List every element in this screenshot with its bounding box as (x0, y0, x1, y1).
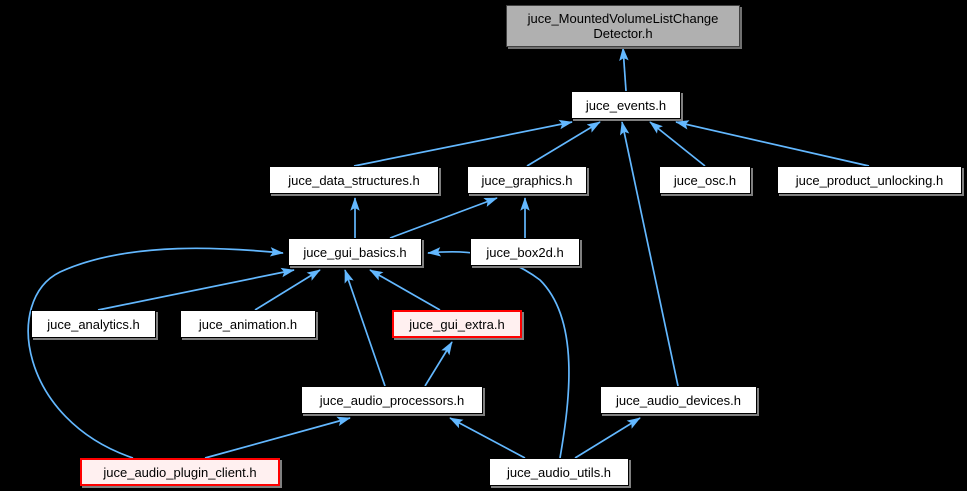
node-mounted[interactable]: juce_MountedVolumeListChange Detector.h (506, 5, 740, 47)
edge-audio_dev-to-events (619, 121, 679, 387)
node-audio_proc[interactable]: juce_audio_processors.h (301, 386, 483, 414)
edge-plugin_client-to-gui_basics (27, 247, 284, 459)
edge-osc-to-events (649, 121, 706, 167)
node-events[interactable]: juce_events.h (571, 91, 681, 119)
node-animation[interactable]: juce_animation.h (180, 310, 316, 338)
edge-analytics-to-gui_basics (97, 267, 295, 311)
node-audio_dev[interactable]: juce_audio_devices.h (600, 386, 757, 414)
node-box2d[interactable]: juce_box2d.h (470, 238, 580, 266)
edge-audio_proc-to-gui_basics (344, 269, 386, 387)
edge-audio_utils-to-audio_dev (574, 417, 641, 459)
node-osc[interactable]: juce_osc.h (659, 166, 751, 194)
node-analytics[interactable]: juce_analytics.h (31, 310, 156, 338)
node-graphics[interactable]: juce_graphics.h (467, 166, 587, 194)
node-product[interactable]: juce_product_unlocking.h (777, 166, 962, 194)
node-data_structures[interactable]: juce_data_structures.h (269, 166, 439, 194)
edge-data_structures-to-events (353, 119, 573, 167)
edge-events-to-mounted (619, 47, 629, 92)
edge-gui_basics-to-graphics (389, 197, 498, 239)
edge-product-to-events (675, 120, 870, 167)
node-plugin_client[interactable]: juce_audio_plugin_client.h (80, 458, 280, 486)
edge-gui_extra-to-gui_basics (369, 269, 441, 311)
edge-audio_utils-to-audio_proc (449, 417, 526, 459)
edge-animation-to-gui_basics (254, 269, 321, 311)
edge-plugin_client-to-audio_proc (204, 416, 351, 459)
node-audio_utils[interactable]: juce_audio_utils.h (489, 458, 629, 486)
edge-graphics-to-events (526, 121, 601, 167)
edge-audio_utils-to-gui_basics (427, 247, 570, 459)
node-gui_extra[interactable]: juce_gui_extra.h (392, 310, 522, 338)
node-gui_basics[interactable]: juce_gui_basics.h (288, 238, 422, 266)
edge-audio_proc-to-gui_extra (424, 341, 453, 387)
